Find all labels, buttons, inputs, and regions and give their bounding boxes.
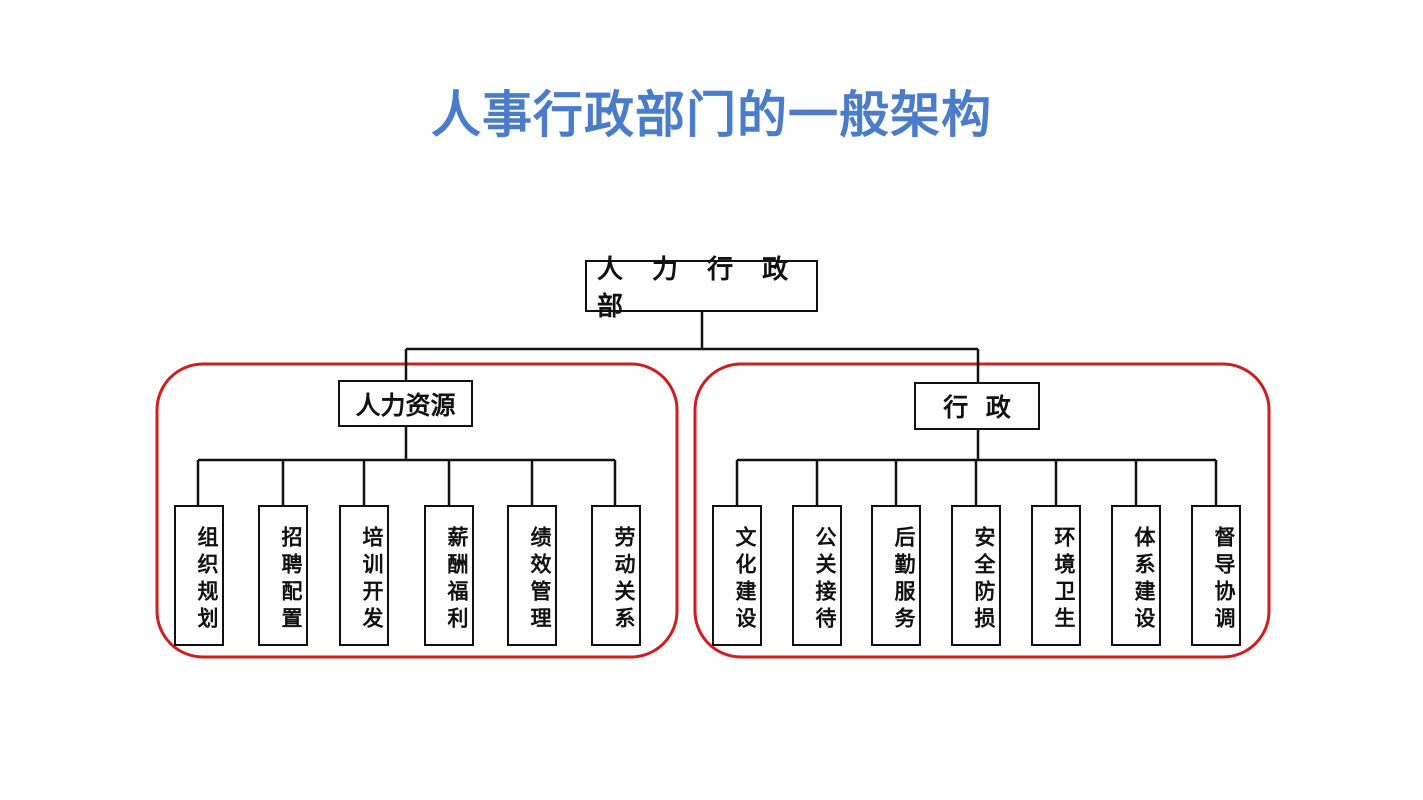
admin-leaf-logistics: 后勤服务 [871,505,921,646]
admin-group-outline [693,362,1271,659]
admin-leaf-reception: 公关接待 [792,505,842,646]
admin-leaf-culture: 文化建设 [712,505,762,646]
hr-leaf-compensation: 薪酬福利 [424,505,474,646]
admin-leaf-system: 体系建设 [1111,505,1161,646]
admin-leaf-security: 安全防损 [951,505,1001,646]
admin-leaf-environment: 环境卫生 [1031,505,1081,646]
hr-leaf-recruitment: 招聘配置 [258,505,308,646]
admin-node: 行 政 [914,382,1040,430]
admin-leaf-supervision: 督导协调 [1191,505,1241,646]
hr-leaf-training: 培训开发 [339,505,389,646]
hr-node: 人力资源 [338,380,473,427]
hr-group-outline [155,362,679,659]
page-title: 人事行政部门的一般架构 [431,86,992,144]
hr-leaf-org-planning: 组织规划 [174,505,224,646]
root-node: 人 力 行 政 部 [585,255,818,322]
hr-leaf-labor-relations: 劳动关系 [591,505,641,646]
hr-leaf-performance: 绩效管理 [507,505,557,646]
